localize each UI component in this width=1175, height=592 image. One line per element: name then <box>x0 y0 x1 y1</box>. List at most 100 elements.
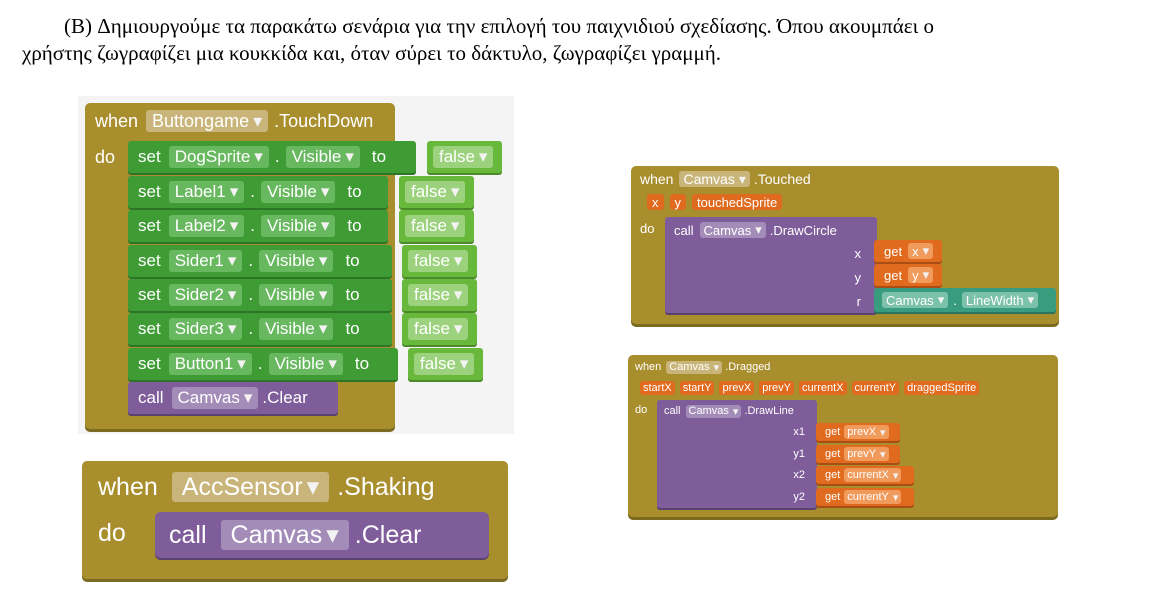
get-currentx-block[interactable]: get currentX▾ <box>816 466 914 484</box>
param-current-y[interactable]: currentY <box>851 381 900 395</box>
setter-block[interactable]: set Label1▾ . Visible▾ to <box>128 176 388 208</box>
variable-dropdown[interactable]: prevX▾ <box>844 425 889 439</box>
param-touched-sprite[interactable]: touchedSprite <box>692 194 783 210</box>
component-dropdown[interactable]: DogSprite▾ <box>168 146 269 168</box>
param-dragged-sprite[interactable]: draggedSprite <box>904 381 980 395</box>
setter-block[interactable]: set DogSprite▾ . Visible▾ to <box>128 141 416 173</box>
component-dropdown[interactable]: Button1▾ <box>168 353 252 375</box>
boolean-false-block[interactable]: false▾ <box>408 348 483 380</box>
variable-dropdown[interactable]: currentY▾ <box>844 490 902 504</box>
param-prev-y[interactable]: prevY <box>759 381 794 395</box>
get-y-block[interactable]: get y▾ <box>874 264 942 286</box>
set-label: set <box>138 319 161 338</box>
variable-dropdown[interactable]: prevY▾ <box>844 447 889 461</box>
setter-block[interactable]: set Button1▾ . Visible▾ to <box>128 348 398 380</box>
boolean-false-block[interactable]: false▾ <box>402 279 477 311</box>
do-label: do <box>98 518 126 547</box>
param-start-y[interactable]: startY <box>679 381 715 395</box>
call-clear-block[interactable]: call Camvas▾ .Clear <box>128 382 338 414</box>
boolean-dropdown[interactable]: false▾ <box>414 353 475 375</box>
component-dropdown[interactable]: Camvas▾ <box>882 292 949 308</box>
get-prevx-block[interactable]: get prevX▾ <box>816 423 900 441</box>
boolean-false-block[interactable]: false▾ <box>402 313 477 345</box>
variable-name: prevY <box>847 448 877 460</box>
get-currenty-block[interactable]: get currentY▾ <box>816 488 914 506</box>
set-label: set <box>138 182 161 201</box>
boolean-dropdown[interactable]: false▾ <box>405 215 466 237</box>
camvas-linewidth-getter[interactable]: Camvas▾ . LineWidth▾ <box>874 288 1056 312</box>
event-name: .Touched <box>753 171 811 187</box>
param-prev-x[interactable]: prevX <box>719 381 755 395</box>
component-dropdown[interactable]: Camvas▾ <box>679 171 750 187</box>
property-dropdown[interactable]: LineWidth▾ <box>961 292 1039 308</box>
variable-dropdown[interactable]: y▾ <box>908 267 934 283</box>
do-label: do <box>95 146 116 167</box>
boolean-value: false <box>439 147 475 166</box>
component-dropdown[interactable]: AccSensor▾ <box>171 472 330 502</box>
boolean-dropdown[interactable]: false▾ <box>433 146 494 168</box>
property-dropdown[interactable]: Visible▾ <box>259 250 334 272</box>
set-label: set <box>138 285 161 304</box>
get-label: get <box>825 469 841 481</box>
param-start-x[interactable]: startX <box>640 381 675 395</box>
dropdown-icon: ▾ <box>937 292 945 307</box>
variable-name: currentY <box>847 491 889 503</box>
component-dropdown[interactable]: Sider2▾ <box>168 284 243 306</box>
param-current-x[interactable]: currentX <box>798 381 847 395</box>
setter-block[interactable]: set Sider3▾ . Visible▾ to <box>128 313 392 345</box>
variable-dropdown[interactable]: currentX▾ <box>844 468 902 482</box>
do-label: do <box>640 220 655 236</box>
setter-block[interactable]: set Label2▾ . Visible▾ to <box>128 210 388 242</box>
boolean-false-block[interactable]: false▾ <box>402 245 477 277</box>
dropdown-icon: ▾ <box>320 216 330 235</box>
component-name: DogSprite <box>174 147 251 166</box>
get-x-block[interactable]: get x▾ <box>874 240 942 262</box>
dot-separator: . <box>274 147 280 166</box>
boolean-dropdown[interactable]: false▾ <box>408 284 469 306</box>
get-prevy-block[interactable]: get prevY▾ <box>816 445 900 463</box>
dropdown-icon: ▾ <box>306 473 320 501</box>
setter-block[interactable]: set Sider1▾ . Visible▾ to <box>128 245 392 277</box>
boolean-false-block[interactable]: false▾ <box>399 210 474 242</box>
param-y[interactable]: y <box>669 194 686 210</box>
property-dropdown[interactable]: Visible▾ <box>261 181 336 203</box>
dropdown-icon: ▾ <box>453 285 463 304</box>
boolean-dropdown[interactable]: false▾ <box>408 250 469 272</box>
boolean-dropdown[interactable]: false▾ <box>408 318 469 340</box>
property-dropdown[interactable]: Visible▾ <box>259 284 334 306</box>
variable-dropdown[interactable]: x▾ <box>908 243 934 259</box>
param-x[interactable]: x <box>647 194 664 210</box>
component-dropdown[interactable]: Label2▾ <box>168 215 245 237</box>
property-dropdown[interactable]: Visible▾ <box>261 215 336 237</box>
property-dropdown[interactable]: Visible▾ <box>259 318 334 340</box>
component-dropdown[interactable]: Camvas▾ <box>171 387 259 409</box>
component-dropdown[interactable]: Camvas▾ <box>699 222 766 238</box>
property-dropdown[interactable]: Visible▾ <box>285 146 360 168</box>
boolean-false-block[interactable]: false▾ <box>427 141 502 173</box>
to-label: to <box>347 216 362 235</box>
boolean-value: false <box>414 319 450 338</box>
setter-block[interactable]: set Sider2▾ . Visible▾ to <box>128 279 392 311</box>
component-dropdown[interactable]: Camvas▾ <box>220 520 349 550</box>
dropdown-icon: ▾ <box>1027 292 1035 307</box>
dropdown-icon: ▾ <box>459 354 469 373</box>
call-clear-block[interactable]: call Camvas▾ .Clear <box>155 512 489 558</box>
property-name: Visible <box>265 285 315 304</box>
call-drawline-block[interactable]: call Camvas▾ .DrawLine x1 y1 x2 y2 <box>657 400 817 508</box>
component-dropdown[interactable]: Buttongame ▾ <box>146 110 269 132</box>
property-dropdown[interactable]: Visible▾ <box>268 353 343 375</box>
call-label: call <box>674 222 694 238</box>
component-dropdown[interactable]: Sider1▾ <box>168 250 243 272</box>
arg-x-label: x <box>854 245 862 261</box>
component-dropdown[interactable]: Label1▾ <box>168 181 245 203</box>
component-name: Camvas <box>688 405 729 417</box>
component-dropdown[interactable]: Camvas▾ <box>666 360 723 374</box>
property-name: Visible <box>265 251 315 270</box>
call-drawcircle-block[interactable]: call Camvas▾ .DrawCircle x y r <box>665 217 877 313</box>
boolean-false-block[interactable]: false▾ <box>399 176 474 208</box>
component-dropdown[interactable]: Sider3▾ <box>168 318 243 340</box>
dropdown-icon: ▾ <box>922 267 930 282</box>
component-dropdown[interactable]: Camvas▾ <box>685 404 742 418</box>
method-name: .Clear <box>262 388 308 407</box>
boolean-dropdown[interactable]: false▾ <box>405 181 466 203</box>
